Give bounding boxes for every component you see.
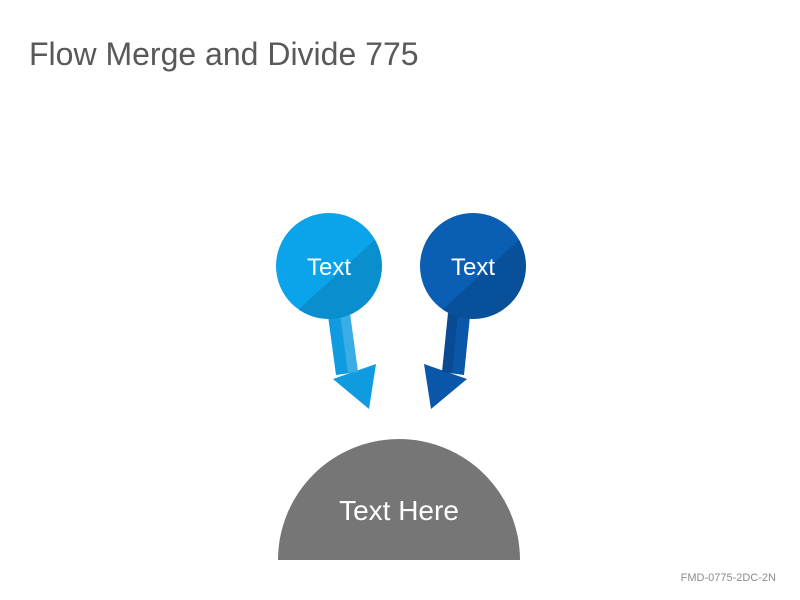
- right-arrow-head: [424, 364, 467, 409]
- right-node-label: Text: [451, 254, 495, 281]
- left-arrow-shaft: [328, 313, 358, 375]
- left-node-label: Text: [307, 254, 351, 281]
- slide-title: Flow Merge and Divide 775: [29, 36, 419, 72]
- slide-footer-code: FMD-0775-2DC-2N: [680, 572, 776, 584]
- left-node-circle: [276, 213, 382, 319]
- target-node: Text Here: [278, 439, 520, 560]
- left-flow-arrow: [328, 313, 376, 409]
- right-arrow-shaft: [442, 313, 470, 375]
- target-semicircle: [278, 439, 520, 560]
- left-arrow-head: [333, 364, 376, 409]
- right-source-node: Text: [420, 213, 526, 319]
- right-node-circle: [420, 213, 526, 319]
- right-flow-arrow: [424, 313, 470, 409]
- target-node-label: Text Here: [339, 495, 459, 526]
- left-node-shade: [276, 226, 382, 319]
- left-source-node: Text: [276, 213, 382, 319]
- right-arrow-shade: [442, 313, 458, 373]
- left-arrow-highlight: [340, 313, 358, 373]
- right-node-shade: [420, 226, 526, 319]
